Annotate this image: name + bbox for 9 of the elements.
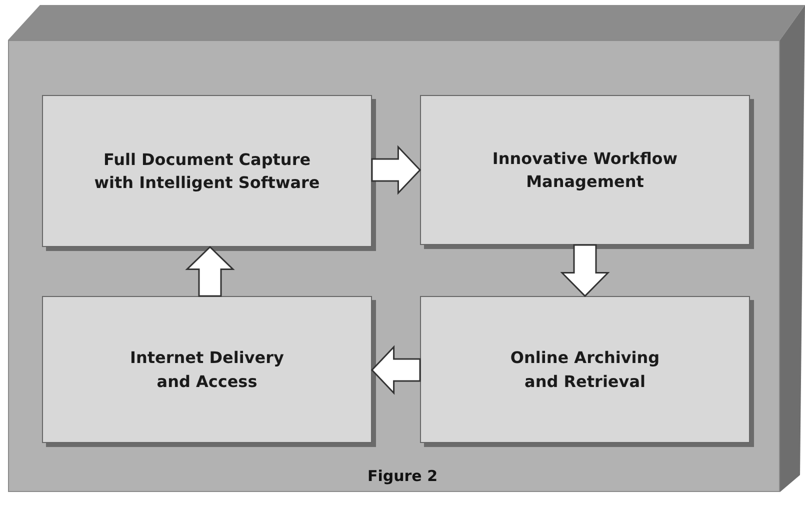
box-label: Full Document Capture with Intelligent Software — [93, 148, 321, 194]
figure-caption: Figure 2 — [366, 467, 439, 485]
block-arrow — [185, 246, 235, 297]
box-label: Online Archiving and Retrieval — [509, 347, 661, 392]
box-label: Internet Delivery and Access — [129, 347, 285, 392]
box-label: Innovative Workflow Management — [491, 148, 679, 193]
block-arrow — [371, 145, 422, 195]
block-arrow — [370, 345, 421, 395]
block-arrow — [560, 244, 610, 298]
